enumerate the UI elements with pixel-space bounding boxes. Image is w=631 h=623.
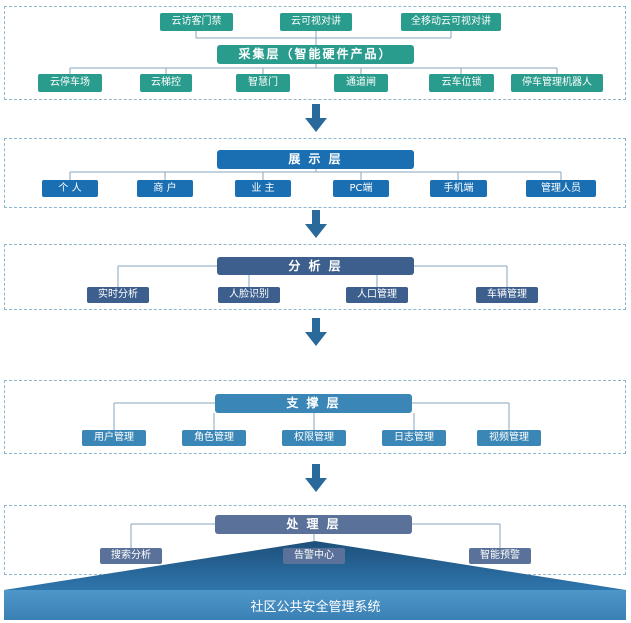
node-role-management: 角色管理 xyxy=(182,430,246,446)
layer-acquisition-panel xyxy=(4,6,626,100)
node-pc: PC端 xyxy=(333,180,389,197)
layer-analysis-panel xyxy=(4,244,626,310)
node-smart-door: 智慧门 xyxy=(236,74,290,92)
node-mobile: 手机端 xyxy=(430,180,487,197)
node-cloud-elevator: 云梯控 xyxy=(140,74,192,92)
layer-analysis-header: 分 析 层 xyxy=(217,257,414,275)
layer-presentation-panel xyxy=(4,138,626,208)
node-mobile-video-intercom: 全移动云可视对讲 xyxy=(401,13,501,31)
down-arrow-icon xyxy=(305,104,327,132)
down-arrow-icon xyxy=(305,318,327,346)
node-population-management: 人口管理 xyxy=(346,287,408,303)
layer-support-panel xyxy=(4,380,626,454)
node-cloud-parking-lock: 云车位锁 xyxy=(429,74,494,92)
node-user-management: 用户管理 xyxy=(82,430,146,446)
node-cloud-video-intercom: 云可视对讲 xyxy=(280,13,352,31)
node-realtime-analysis: 实时分析 xyxy=(87,287,149,303)
node-search-analysis: 搜索分析 xyxy=(100,548,162,564)
node-vehicle-management: 车辆管理 xyxy=(476,287,538,303)
node-individual: 个 人 xyxy=(42,180,98,197)
node-permission-management: 权限管理 xyxy=(282,430,346,446)
node-alarm-center: 告警中心 xyxy=(283,548,345,564)
node-smart-warning: 智能预警 xyxy=(469,548,531,564)
layer-presentation-header: 展 示 层 xyxy=(217,150,414,169)
system-title: 社区公共安全管理系统 xyxy=(250,600,381,615)
layer-acquisition-header: 采集层（智能硬件产品） xyxy=(217,45,414,64)
node-merchant: 商 户 xyxy=(137,180,193,197)
node-gate: 通道闸 xyxy=(334,74,388,92)
node-log-management: 日志管理 xyxy=(382,430,446,446)
down-arrow-icon xyxy=(305,464,327,492)
layer-processing-header: 处 理 层 xyxy=(215,515,412,534)
node-face-recognition: 人脸识别 xyxy=(218,287,280,303)
node-video-management: 视频管理 xyxy=(477,430,541,446)
node-owner: 业 主 xyxy=(235,180,291,197)
node-parking-robot: 停车管理机器人 xyxy=(511,74,603,92)
down-arrow-icon xyxy=(305,210,327,238)
node-cloud-visitor-access: 云访客门禁 xyxy=(160,13,233,31)
node-cloud-parking: 云停车场 xyxy=(38,74,102,92)
layer-support-header: 支 撑 层 xyxy=(215,394,412,413)
node-administrator: 管理人员 xyxy=(526,180,596,197)
